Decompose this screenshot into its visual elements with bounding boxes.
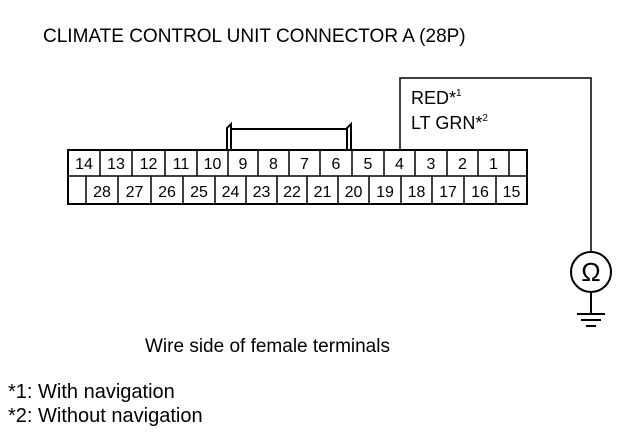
pin-17: 17 <box>439 184 457 201</box>
pin-2: 2 <box>458 156 467 173</box>
pin-row-bottom: 28 27 26 25 24 23 22 21 20 19 18 17 16 1… <box>93 184 520 201</box>
pin-20: 20 <box>345 184 363 201</box>
diagram-title: CLIMATE CONTROL UNIT CONNECTOR A (28P) <box>43 26 466 47</box>
probe-wire <box>399 77 592 252</box>
pin-19: 19 <box>376 184 394 201</box>
pin-11: 11 <box>173 156 190 173</box>
wire-label-red: RED*1 <box>411 88 462 108</box>
pin-9: 9 <box>239 156 248 173</box>
pin-26: 26 <box>158 184 176 201</box>
pin-8: 8 <box>269 156 278 173</box>
pin-grid <box>68 150 527 204</box>
pin-16: 16 <box>471 184 489 201</box>
pin-7: 7 <box>300 156 309 173</box>
ohm-symbol: Ω <box>581 257 600 287</box>
connector-housing <box>67 149 528 205</box>
pin-1: 1 <box>489 156 498 173</box>
pin-22: 22 <box>283 184 301 201</box>
diagram-caption: Wire side of female terminals <box>145 336 390 357</box>
ground-icon <box>577 292 605 327</box>
pin-5: 5 <box>364 156 373 173</box>
pin-6: 6 <box>332 156 341 173</box>
pin-10: 10 <box>204 156 222 173</box>
pin-row-top: 14 13 12 11 10 9 8 7 6 5 4 3 2 1 <box>75 156 498 173</box>
pin-18: 18 <box>408 184 426 201</box>
pin-12: 12 <box>140 156 158 173</box>
pin-14: 14 <box>75 156 93 173</box>
wire-label-lt-grn: LT GRN*2 <box>411 113 488 133</box>
footnote-1: *1: With navigation <box>8 381 175 403</box>
pin-13: 13 <box>107 156 125 173</box>
pin-3: 3 <box>427 156 436 173</box>
pin-21: 21 <box>314 184 332 201</box>
pin-4: 4 <box>395 156 404 173</box>
footnote-2: *2: Without navigation <box>8 405 203 427</box>
connector-lock-tab <box>226 121 352 150</box>
pin-15: 15 <box>503 184 521 201</box>
pin-25: 25 <box>190 184 208 201</box>
pin-27: 27 <box>126 184 144 201</box>
pin-28: 28 <box>93 184 111 201</box>
pin-24: 24 <box>222 184 240 201</box>
pin-23: 23 <box>253 184 271 201</box>
